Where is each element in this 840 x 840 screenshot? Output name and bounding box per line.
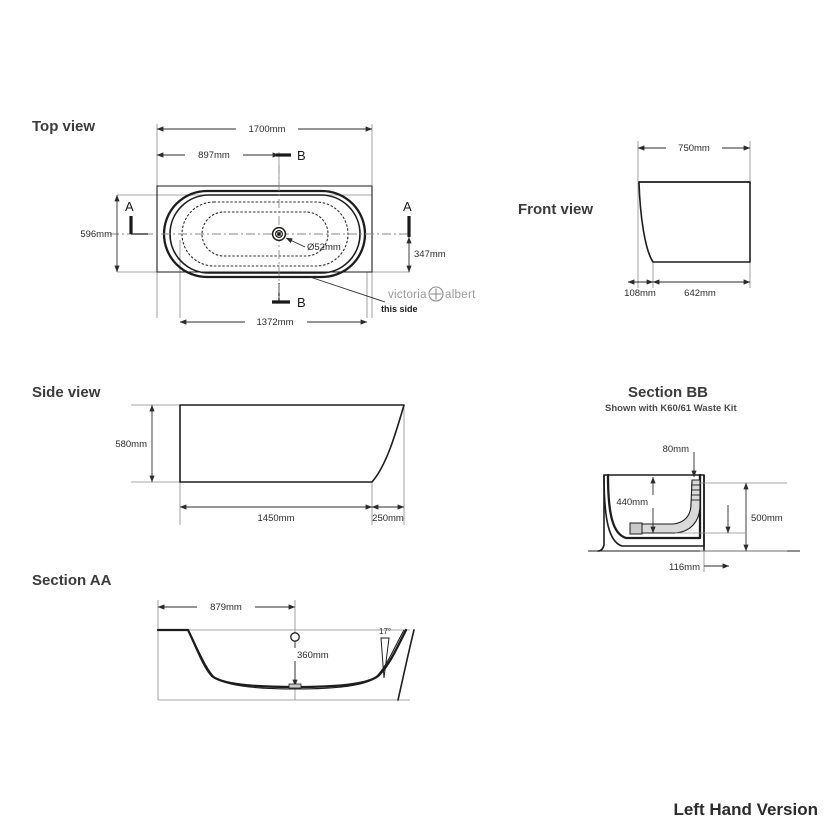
front-view-group: Front view 750mm 108mm 642mm (518, 141, 751, 299)
top-view-title: Top view (32, 118, 95, 135)
section-aa-profile-inner (158, 629, 405, 690)
dim-section-aa-width: 879mm (157, 600, 296, 613)
waste-outlet (271, 226, 287, 242)
dim-879mm: 879mm (210, 602, 242, 613)
waste-kit-assembly (629, 479, 701, 535)
section-bb-inner-bowl (606, 473, 702, 540)
waste-kit-outlet-box (629, 522, 643, 535)
brand-logo: victoria albert this side (381, 286, 476, 314)
dim-108mm: 108mm (624, 288, 656, 299)
brand-leader-line (309, 276, 386, 303)
front-view-body (638, 181, 751, 263)
tub-contour-outer-dotted (181, 201, 349, 267)
dim-side-straight-length: 1450mm (179, 504, 373, 524)
dim-base-offset: 116mm (669, 551, 730, 573)
dim-waste-height: 500mm (675, 482, 787, 552)
angle-indicator-17deg: 17° (379, 627, 391, 679)
tub-inner-rim (169, 194, 361, 274)
dim-front-width-base: 642mm (652, 279, 751, 299)
side-view-body (179, 404, 405, 483)
section-aa-waste: 360mm (271, 632, 329, 689)
dim-500mm: 500mm (751, 513, 783, 524)
dim-116mm: 116mm (669, 562, 700, 573)
dim-360mm: 360mm (297, 650, 329, 661)
dim-347mm: 347mm (414, 249, 446, 260)
dim-inner-length: 1372mm (179, 315, 368, 328)
section-bb-title: Section BB (628, 384, 708, 401)
marker-a-right-label: A (403, 199, 412, 214)
top-view-group: Top view 1700mm 897mm B (32, 118, 476, 328)
dim-750mm: 750mm (678, 143, 710, 154)
dim-1700mm: 1700mm (249, 124, 286, 135)
top-view-outer-rect (156, 185, 373, 273)
section-marker-a-left: A (125, 199, 148, 235)
section-aa-title: Section AA (32, 572, 112, 589)
dim-250mm: 250mm (372, 513, 404, 524)
section-bb-subtitle: Shown with K60/61 Waste Kit (605, 403, 737, 414)
dim-596mm: 596mm (80, 229, 112, 240)
waste-diameter-callout: Ø52mm (285, 237, 341, 253)
waste-kit-overflow-ribs (691, 484, 700, 501)
marker-b-bottom-label: B (297, 295, 306, 310)
dim-440mm: 440mm (616, 497, 648, 508)
brand-this-side-label: this side (381, 304, 418, 314)
dim-centre-to-back: 347mm (406, 236, 446, 273)
dim-foot-offset: 108mm (624, 279, 656, 299)
dim-1372mm: 1372mm (257, 317, 294, 328)
dim-80mm: 80mm (663, 444, 689, 455)
brand-name-right: albert (445, 289, 476, 301)
plus-in-circle-icon (428, 286, 444, 302)
dim-52mm: Ø52mm (307, 242, 341, 253)
section-bb-skirt (597, 474, 605, 552)
dim-580mm: 580mm (115, 439, 147, 450)
footer-version-label: Left Hand Version (673, 800, 818, 819)
section-aa-right-wall (397, 629, 415, 701)
section-bb-group: Section BB Shown with K60/61 Waste Kit 8… (588, 384, 800, 573)
dim-1450mm: 1450mm (258, 513, 295, 524)
tub-contour-inner-dotted (201, 211, 329, 257)
dim-side-height: 580mm (115, 404, 155, 483)
section-marker-b-top: B (276, 148, 306, 163)
dim-overflow-offset: 80mm (663, 444, 697, 478)
dim-internal-depth: 440mm (616, 476, 668, 534)
side-view-title: Side view (32, 384, 101, 401)
dim-642mm: 642mm (684, 288, 716, 299)
dim-side-curve-length: 250mm (371, 504, 405, 524)
tub-outer-rim (162, 189, 367, 279)
section-aa-group: Section AA 879mm 17° 360mm (32, 572, 415, 701)
marker-b-top-label: B (297, 148, 306, 163)
brand-name-left: victoria (388, 289, 427, 301)
side-view-group: Side view 580mm 1450mm 250mm (32, 384, 405, 525)
dim-17deg: 17° (379, 627, 391, 636)
section-marker-a-right: A (403, 199, 412, 237)
dim-overall-length: 1700mm (156, 122, 373, 135)
dim-front-width-top: 750mm (637, 141, 751, 154)
dim-overall-width: 596mm (80, 194, 120, 273)
dim-drain-offset: 897mm (156, 148, 280, 161)
front-view-title: Front view (518, 201, 593, 218)
dim-897mm: 897mm (198, 150, 230, 161)
marker-a-left-label: A (125, 199, 134, 214)
